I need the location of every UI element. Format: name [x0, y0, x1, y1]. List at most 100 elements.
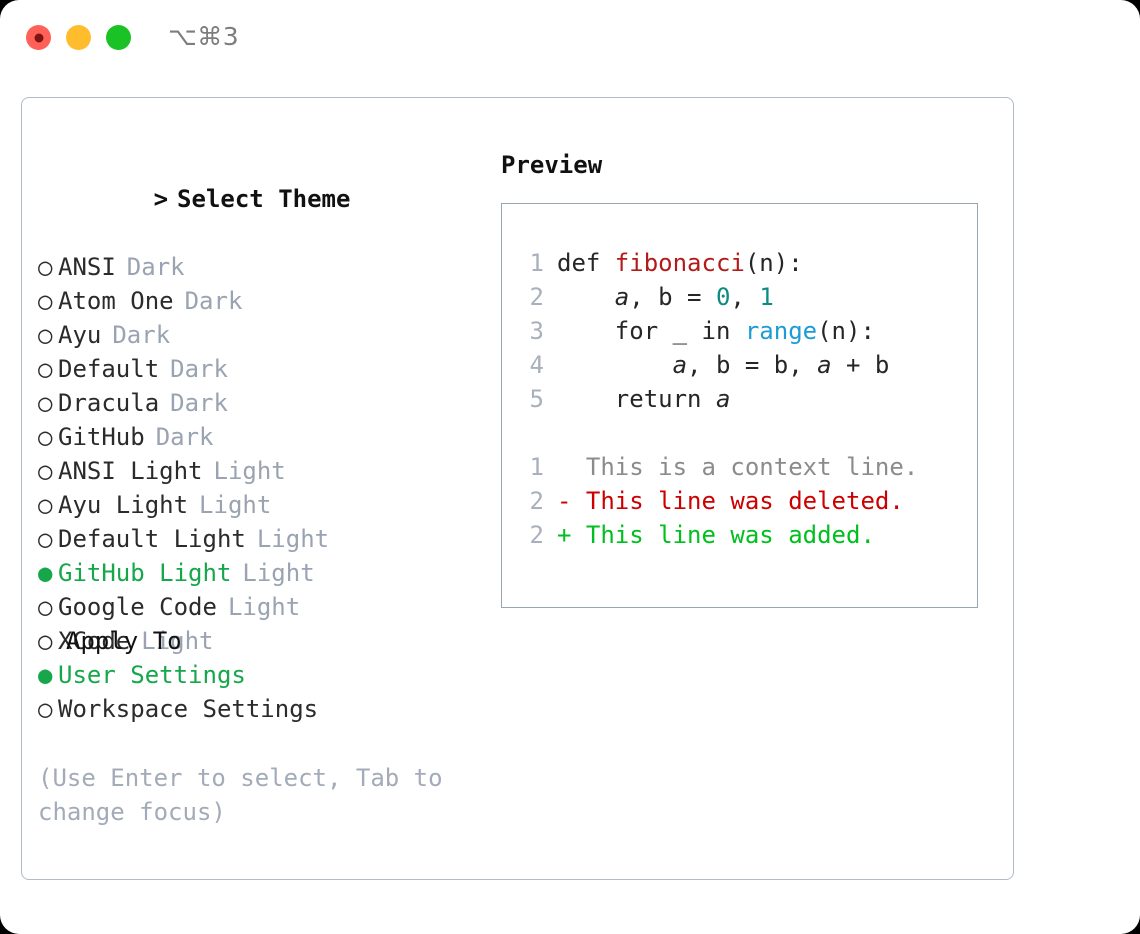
code-token: [557, 351, 673, 379]
code-token: fibonacci: [614, 249, 745, 277]
code-token: 0: [715, 283, 731, 311]
theme-variant-tag: Light: [141, 627, 214, 655]
code-token: return: [557, 385, 716, 413]
radio-unselected-icon: ○: [38, 355, 53, 383]
theme-option-label: ANSI: [58, 253, 116, 281]
radio-unselected-icon: ○: [38, 457, 53, 485]
theme-option-label: Atom One: [58, 287, 174, 315]
code-token: 1: [759, 283, 774, 311]
code-token: [557, 283, 615, 311]
radio-unselected-icon: ○: [38, 695, 53, 723]
code-line: 3 for _ in range(n):: [522, 314, 918, 348]
theme-variant-tag: Dark: [170, 355, 228, 383]
code-token: for _ in: [557, 317, 745, 345]
theme-variant-tag: Dark: [170, 389, 228, 417]
code-line: 4 a, b = b, a + b: [522, 348, 918, 382]
code-token: def: [557, 249, 615, 277]
apply-to-option-user-settings[interactable]: ●User Settings: [38, 658, 488, 692]
apply-to-header: Apply To: [66, 627, 182, 655]
radio-unselected-icon: ○: [38, 593, 53, 621]
theme-option-label: GitHub: [58, 423, 145, 451]
line-number: 3: [529, 317, 544, 345]
theme-option-xcode[interactable]: ○XCode Light: [38, 624, 488, 658]
code-token: , b = b,: [687, 351, 818, 379]
theme-option-label: Default Light: [58, 525, 246, 553]
keyboard-shortcut-label: ⌥⌘3: [168, 22, 240, 51]
theme-variant-tag: Light: [242, 559, 315, 587]
radio-unselected-icon: ○: [38, 389, 53, 417]
radio-selected-icon: ●: [38, 559, 53, 587]
diff-text: This is a context line.: [585, 453, 919, 481]
diff-line-add: 2 + This line was added.: [522, 518, 918, 552]
theme-option-label: Dracula: [58, 389, 160, 417]
title-bar: ⌥⌘3: [0, 0, 1140, 76]
diff-line-del: 2- This line was deleted.: [522, 484, 918, 518]
theme-option-dracula[interactable]: ○Dracula Dark: [38, 386, 488, 420]
diff-line-ctx: 1 This is a context line.: [522, 450, 919, 484]
theme-variant-tag: Dark: [126, 253, 185, 281]
code-line: 2 a, b = 0, 1: [522, 280, 918, 314]
maximize-window-button[interactable]: [106, 25, 131, 50]
line-number: 4: [529, 351, 544, 379]
code-token: range: [744, 317, 818, 345]
theme-option-label: Google Code: [58, 593, 217, 621]
theme-variant-tag: Light: [227, 593, 301, 621]
theme-variant-tag: Light: [199, 491, 272, 519]
line-number: 1: [529, 453, 544, 481]
code-token: (n):: [817, 317, 875, 345]
theme-option-label: Ayu Light: [58, 491, 189, 519]
radio-unselected-icon: ○: [38, 287, 53, 315]
code-token: + b: [831, 351, 890, 379]
theme-option-default[interactable]: ○Default Dark: [38, 352, 488, 386]
theme-option-ansi[interactable]: ○ANSI Dark: [38, 250, 488, 284]
apply-to-section: Apply To ●User Settings○Workspace Settin…: [38, 624, 488, 726]
theme-option-github-light[interactable]: ●GitHub Light Light: [38, 556, 488, 590]
theme-picker-header: > Select Theme: [38, 148, 488, 250]
diff-text: This line was added.: [585, 521, 875, 549]
diff-marker: +: [557, 521, 586, 549]
radio-unselected-icon: ○: [38, 321, 53, 349]
theme-option-google-code[interactable]: ○Google Code Light: [38, 590, 488, 624]
theme-option-label: Ayu: [58, 321, 102, 349]
theme-picker-header-label: Select Theme: [177, 185, 351, 213]
radio-unselected-icon: ○: [38, 253, 53, 281]
theme-variant-tag: Dark: [155, 423, 214, 451]
diff-marker: [557, 453, 586, 481]
close-window-button[interactable]: [26, 25, 51, 50]
code-token: , b =: [629, 283, 716, 311]
code-token: (n):: [744, 249, 803, 277]
theme-option-label: XCode: [58, 627, 131, 655]
window-controls: [26, 25, 131, 50]
line-number: 2: [529, 521, 544, 549]
code-spacer: [522, 416, 918, 450]
radio-unselected-icon: ○: [38, 627, 53, 655]
code-token: a: [715, 385, 731, 413]
line-number: 2: [529, 487, 544, 515]
theme-option-label: GitHub Light: [58, 559, 232, 587]
keyboard-hint-text: (Use Enter to select, Tab to change focu…: [38, 764, 443, 826]
caret-icon: >: [153, 185, 169, 213]
minimize-window-button[interactable]: [66, 25, 91, 50]
code-token: a: [817, 351, 832, 379]
apply-to-option-label: Workspace Settings: [58, 695, 319, 723]
apply-to-option-workspace-settings[interactable]: ○Workspace Settings: [38, 692, 488, 726]
code-token: a: [614, 283, 630, 311]
theme-variant-tag: Light: [213, 457, 286, 485]
apply-to-option-label: User Settings: [58, 661, 246, 689]
theme-option-ayu-light[interactable]: ○Ayu Light Light: [38, 488, 488, 522]
theme-option-label: Default: [58, 355, 160, 383]
radio-unselected-icon: ○: [38, 491, 53, 519]
radio-unselected-icon: ○: [38, 525, 53, 553]
